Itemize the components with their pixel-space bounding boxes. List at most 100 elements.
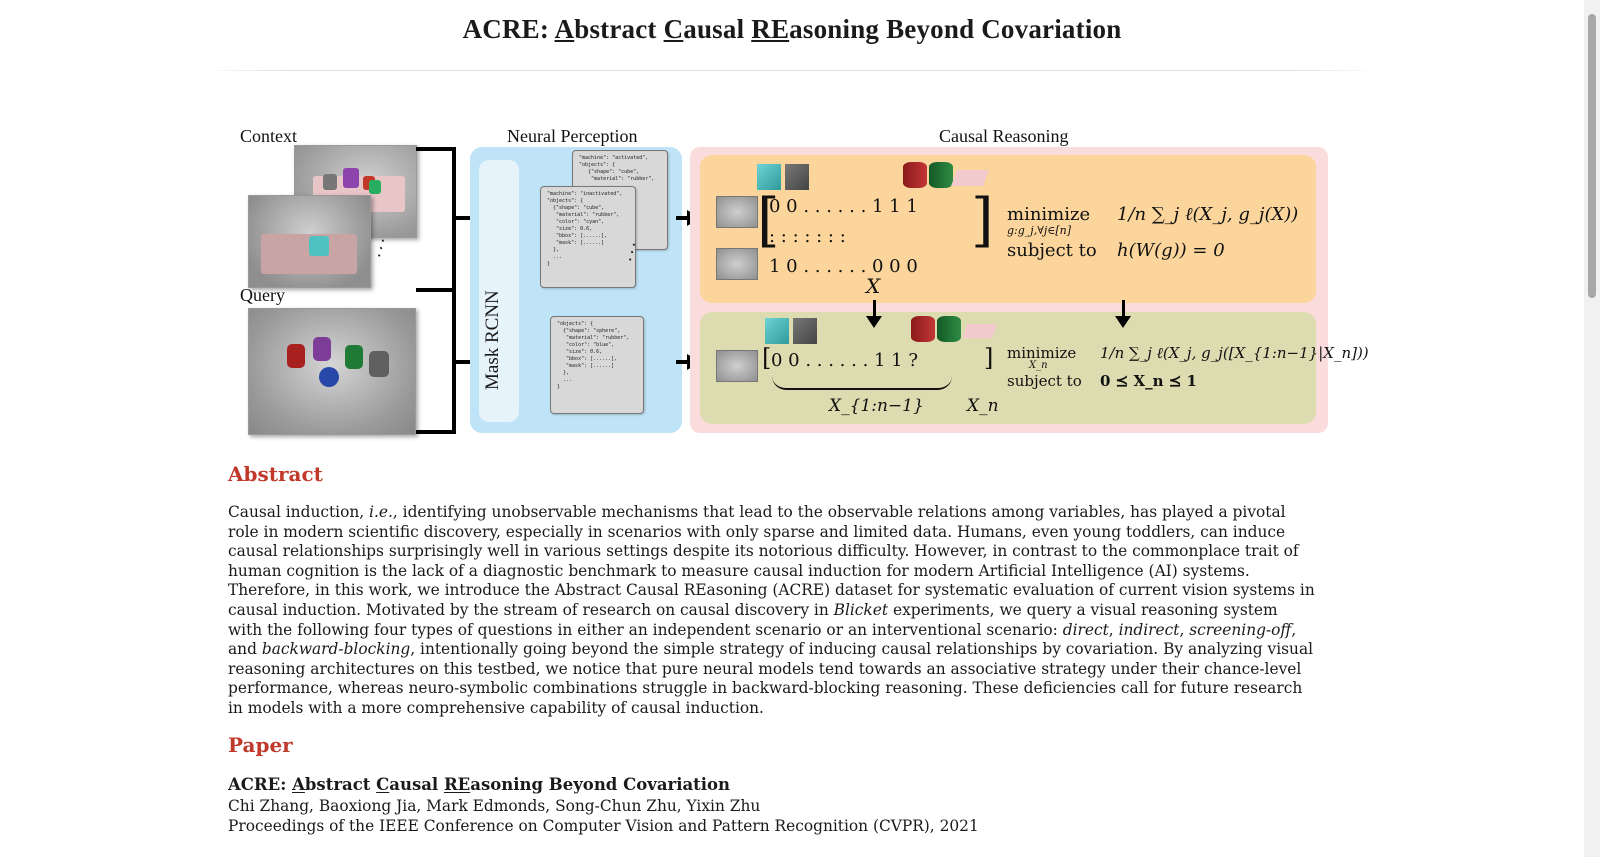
title-prefix: ACRE: — [462, 14, 555, 44]
bot-minimize-sub: X_n — [1029, 360, 1048, 371]
gray-cylinder — [323, 174, 337, 190]
arrow-down-to-query — [866, 316, 882, 328]
vector-right-bracket: ] — [984, 344, 994, 372]
arrow-shaft — [676, 360, 688, 364]
arrow-shaft — [1122, 300, 1125, 318]
query-vector: 0 0 . . . . . . 1 1 ? — [771, 350, 919, 371]
top-objective: 1/n ∑_j ℓ(X_j, g_j(X)) — [1117, 204, 1299, 225]
blicket-machine-icon — [962, 324, 998, 338]
paper-title-part: bstract — [304, 775, 377, 794]
title-underlined-a: A — [554, 14, 575, 44]
teaser-figure: Context Query Neural Perception Causal R… — [232, 120, 1369, 450]
question-type-backward-blocking: backward-blocking — [261, 640, 411, 659]
top-subject-to: subject to — [1007, 240, 1097, 261]
abstract-text: Causal induction, — [228, 503, 370, 521]
underbrace-label: X_{1:n−1} — [829, 396, 924, 416]
bot-subject-to: subject to — [1007, 372, 1082, 390]
page-title: ACRE: Abstract Causal REasoning Beyond C… — [0, 14, 1584, 45]
paper-heading: Paper — [228, 733, 293, 757]
abstract-sep: , — [1179, 620, 1190, 639]
xn-label: X_n — [967, 396, 999, 416]
query-label: Query — [240, 285, 285, 305]
matrix-x-label: X — [866, 274, 881, 298]
scene-json-scroll-inactivated: "machine": "inactivated", "objects": { {… — [540, 186, 636, 288]
title-part: asoning Beyond Covariation — [789, 14, 1122, 44]
purple-cylinder — [313, 337, 331, 361]
paper-title-part: asoning Beyond Covariation — [470, 775, 731, 794]
green-cylinder-icon — [937, 316, 961, 342]
green-cylinder — [369, 180, 381, 194]
paper-venue: Proceedings of the IEEE Conference on Co… — [228, 817, 979, 835]
vector-left-bracket: [ — [762, 344, 772, 372]
top-constraint: h(W(g)) = 0 — [1117, 240, 1225, 261]
abstract-text: , intentionally going beyond the simple … — [228, 640, 1314, 717]
scrollbar-thumb[interactable] — [1588, 14, 1596, 298]
question-type-direct: direct — [1062, 620, 1109, 639]
cyan-cube — [309, 236, 329, 256]
more-context-dots: ⋰ — [370, 237, 393, 260]
arrow-down-to-query-objective — [1115, 316, 1131, 328]
matrix-left-bracket: [ — [757, 186, 780, 254]
bracket-top — [416, 147, 456, 151]
title-underlined-re: RE — [751, 14, 790, 44]
matrix-row-3: 1 0 . . . . . . 0 0 0 — [769, 256, 918, 277]
vertical-scrollbar[interactable] — [1584, 0, 1600, 857]
arrow-shaft — [456, 216, 470, 220]
cyan-cube-icon — [757, 164, 781, 190]
paper-authors: Chi Zhang, Baoxiong Jia, Mark Edmonds, S… — [228, 797, 761, 815]
bot-constraint: 0 ⪯ X_n ⪯ 1 — [1100, 372, 1197, 390]
cyan-cube-icon — [765, 318, 789, 344]
neural-perception-label: Neural Perception — [507, 126, 638, 146]
gray-cube-icon — [793, 318, 817, 344]
title-divider — [200, 70, 1380, 71]
abstract-text: experiments, we query a visual reasoning… — [228, 600, 1278, 639]
abstract-text: , identifying unobservable mechanisms th… — [228, 503, 1315, 619]
gray-cube-icon — [785, 164, 809, 190]
arrow-shaft — [873, 300, 876, 318]
abstract-sep: , and — [228, 620, 1297, 659]
paper-title-underlined: C — [376, 775, 390, 794]
paper-title-part: ausal — [389, 775, 444, 794]
blicket-machine-icon — [951, 170, 989, 186]
red-cylinder-icon — [903, 162, 927, 188]
paper-title: ACRE: Abstract Causal REasoning Beyond C… — [228, 775, 730, 794]
abstract-sep: , — [1108, 620, 1119, 639]
arrow-shaft — [676, 216, 688, 220]
arrow-shaft — [456, 360, 470, 364]
green-cylinder — [345, 345, 363, 369]
top-minimize-sub: g:g_j,∀j∈[n] — [1007, 224, 1072, 237]
matrix-row-2: : : : : : : : — [769, 226, 846, 247]
context-thumb-activated — [716, 196, 758, 228]
title-part: bstract — [574, 14, 664, 44]
gray-cylinder — [369, 351, 389, 377]
paper-title-underlined: RE — [443, 775, 471, 794]
abstract-blicket: Blicket — [833, 600, 889, 619]
red-cylinder-icon — [911, 316, 935, 342]
red-cylinder — [287, 344, 305, 368]
mask-rcnn-block — [479, 160, 519, 422]
paper-title-underlined: A — [292, 775, 305, 794]
bracket-mid — [416, 288, 456, 292]
mask-rcnn-label: Mask RCNN — [482, 290, 503, 390]
abstract-body: Causal induction, i.e., identifying unob… — [228, 503, 1316, 719]
purple-cylinder — [343, 168, 359, 188]
matrix-row-1: 0 0 . . . . . . 1 1 1 — [769, 196, 918, 217]
bot-objective: 1/n ∑_j ℓ(X_j, g_j([X_{1:n−1}|X_n])) — [1100, 344, 1369, 362]
context-label: Context — [240, 126, 297, 146]
causal-reasoning-label: Causal Reasoning — [939, 126, 1069, 146]
title-underlined-c: C — [663, 14, 684, 44]
title-part: ausal — [683, 14, 752, 44]
scene-json-scroll-query: "objects": { {"shape": "sphere", "materi… — [550, 316, 644, 414]
blue-sphere — [319, 367, 339, 387]
context-image-inactivated — [248, 195, 371, 288]
bracket-bottom — [416, 430, 456, 434]
underbrace — [772, 376, 952, 390]
paper-title-prefix: ACRE: — [228, 775, 293, 794]
context-thumb-inactivated — [716, 248, 758, 280]
question-type-indirect: indirect — [1118, 620, 1180, 639]
query-image — [248, 308, 416, 435]
bot-minimize: minimize — [1007, 344, 1077, 362]
abstract-ie: i.e. — [369, 503, 393, 521]
query-thumb — [716, 350, 758, 382]
matrix-right-bracket: ] — [971, 186, 994, 254]
